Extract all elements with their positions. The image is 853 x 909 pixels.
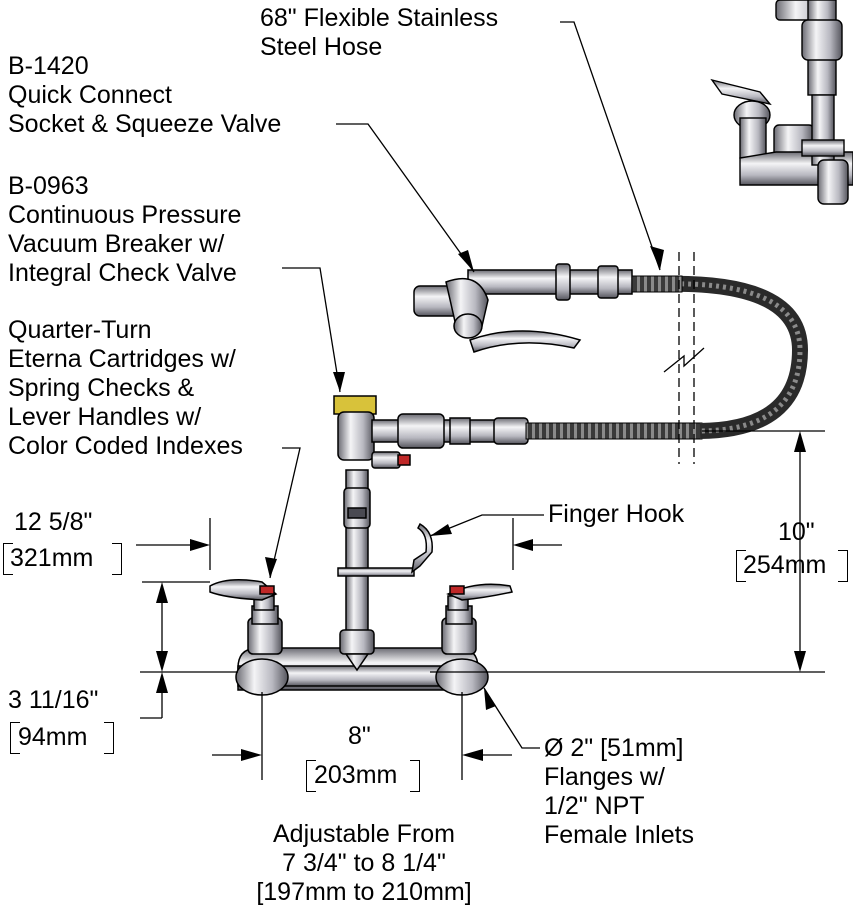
vacuum-breaker-callout: B-0963 Continuous Pressure Vacuum Breake… (8, 172, 241, 288)
cartridges-line-2: Eterna Cartridges w/ (8, 345, 236, 373)
quick-connect-callout: B-1420 Quick Connect Socket & Squeeze Va… (8, 52, 281, 139)
quick-connect-line-1: B-1420 (8, 52, 89, 80)
height-bracket-left (736, 550, 746, 582)
cartridges-line-4: Lever Handles w/ (8, 403, 202, 431)
hose-callout: 68" Flexible Stainless Steel Hose (260, 4, 498, 62)
centers-dimension-metric: 203mm (314, 761, 398, 789)
centers-bracket-right (410, 760, 420, 792)
centers-dimension-imperial: 8" (348, 722, 371, 750)
dimension-lines (136, 430, 825, 780)
secondary-faucet-view (710, 0, 853, 205)
finger-hook-callout: Finger Hook (548, 500, 685, 528)
spray-valve (413, 263, 633, 353)
adjustable-line-3: [197mm to 210mm] (256, 878, 472, 906)
vacuum-breaker-line-1: B-0963 (8, 172, 89, 200)
vacuum-breaker-line-3: Vacuum Breaker w/ (8, 230, 225, 258)
hose-break-marks (663, 252, 705, 464)
spout-dimension-metric: 94mm (18, 723, 88, 751)
reach-dimension-metric: 321mm (10, 544, 94, 572)
reach-bracket-right (112, 543, 122, 575)
vacuum-breaker-line-2: Continuous Pressure (8, 201, 242, 229)
height-dimension-metric: 254mm (743, 551, 827, 579)
flanges-line-1: Ø 2" [51mm] (544, 734, 684, 762)
flanges-line-2: Flanges w/ (544, 763, 665, 791)
flanges-callout: Ø 2" [51mm] Flanges w/ 1/2" NPT Female I… (544, 734, 694, 850)
hose-upper (629, 275, 683, 293)
cartridges-callout: Quarter-Turn Eterna Cartridges w/ Spring… (8, 316, 243, 461)
adjustable-note: Adjustable From 7 3/4" to 8 1/4" [197mm … (232, 820, 496, 907)
spout-dimension-imperial: 3 11/16" (8, 686, 99, 714)
spout-bracket-left (10, 722, 20, 754)
cartridges-line-5: Color Coded Indexes (8, 432, 243, 460)
dimension-arrows (156, 246, 806, 761)
height-bracket-right (838, 550, 848, 582)
reach-bracket-left (3, 543, 13, 575)
spout-bracket-right (104, 722, 114, 754)
reach-dimension-imperial: 12 5/8" (14, 508, 93, 536)
cartridges-line-3: Spring Checks & (8, 374, 195, 402)
hose-callout-line-2: Steel Hose (260, 33, 383, 61)
flanges-line-3: 1/2" NPT (544, 792, 645, 820)
cartridges-line-1: Quarter-Turn (8, 316, 152, 344)
quick-connect-line-3: Socket & Squeeze Valve (8, 110, 282, 138)
hose-loop (659, 275, 809, 439)
height-dimension-imperial: 10" (778, 518, 815, 546)
adjustable-line-1: Adjustable From (272, 820, 456, 848)
hose-callout-line-1: 68" Flexible Stainless (260, 4, 499, 32)
centers-bracket-left (306, 760, 316, 792)
faucet-body (209, 395, 529, 696)
hose-lower (525, 422, 703, 440)
quick-connect-line-2: Quick Connect (8, 81, 172, 109)
flanges-line-4: Female Inlets (544, 821, 695, 849)
vacuum-breaker-line-4: Integral Check Valve (8, 259, 237, 287)
adjustable-line-2: 7 3/4" to 8 1/4" (282, 849, 446, 877)
